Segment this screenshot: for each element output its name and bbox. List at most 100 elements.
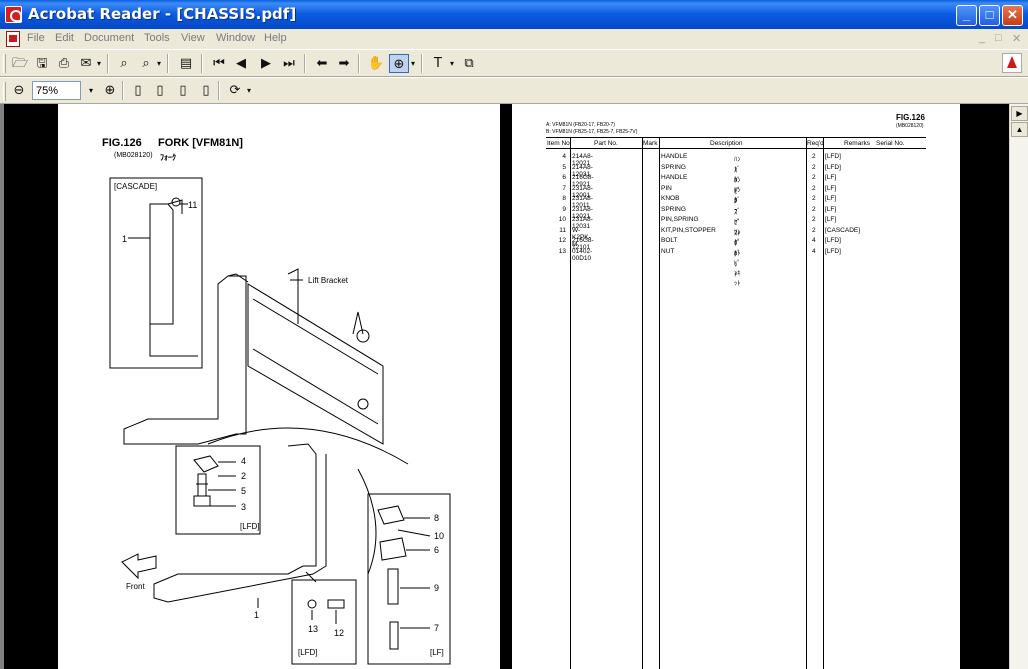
callout-4: 4 [241, 456, 247, 466]
maximize-button[interactable]: □ [979, 5, 1000, 26]
zoom-in-icon[interactable]: ⊕ [104, 83, 116, 98]
actual-size-icon[interactable]: ▯ [134, 83, 142, 98]
lfd-handle-box [175, 445, 261, 535]
table-cell-desc: HANDLE [661, 174, 688, 181]
hand-tool-icon[interactable]: ✋ [367, 56, 385, 71]
open-icon[interactable]: 🗁 [11, 56, 29, 71]
fit-page-icon[interactable]: ▯ [156, 83, 164, 98]
search-dropdown-icon[interactable]: ▾ [157, 59, 162, 68]
zoom-tool-icon[interactable]: ⊕ [389, 54, 409, 73]
menu-document[interactable]: Document [84, 32, 135, 44]
search-icon[interactable]: ⌕ [142, 56, 150, 71]
zoom-level-input[interactable] [32, 81, 81, 100]
toolbar-separator [122, 81, 124, 100]
toolbar-separator [304, 54, 306, 73]
adobe-logo-icon[interactable] [1002, 53, 1022, 73]
table-cell-qty: 4 [812, 247, 816, 255]
front-arrow-icon [121, 553, 157, 580]
table-cell-qty: 4 [812, 237, 816, 244]
menu-view[interactable]: View [181, 32, 205, 44]
col-header-serial: Serial No. [876, 140, 905, 147]
pdf-page-right[interactable]: FIG.126 (MB028120) A: VFM81N (FB20-17, F… [512, 104, 960, 669]
document-viewport[interactable]: FIG.126 FORK [VFM81N] (MB028120) ﾌｫｰｸ [C… [0, 104, 1028, 669]
menu-file[interactable]: File [27, 32, 45, 44]
table-cell-item: 12 [558, 237, 566, 244]
text-select-icon[interactable]: T [434, 56, 442, 71]
table-cell-desc: KNOB [661, 195, 680, 202]
next-page-icon[interactable]: ▶ [261, 56, 271, 71]
window-title: Acrobat Reader - [CHASSIS.pdf] [28, 5, 297, 23]
fig-name: FORK [VFM81N] [158, 137, 243, 149]
navigation-pane-icon[interactable]: ▤ [179, 56, 193, 71]
table-cell-desc: BOLT [661, 237, 678, 244]
col-header-reqd: Req'd [807, 140, 824, 147]
main-toolbar: 🗁 🖫 ⎙ ✉ ▾ ⌕ ⌕ ▾ ▤ ⏮ ◀ ▶ ⏭ ⬅ ➡ ✋ ⊕ ▾ T ▾ … [0, 49, 1028, 77]
table-cell-rem: [LFD] [825, 163, 841, 171]
zoom-toolbar: ⊖ ▾ ⊕ ▯ ▯ ▯ ▯ ⟳ ▾ [0, 77, 1028, 104]
lift-bracket-label: Lift Bracket [308, 276, 349, 285]
callout-6: 6 [434, 545, 440, 555]
menu-help[interactable]: Help [264, 32, 287, 44]
cascade-fork [149, 203, 174, 325]
table-cell-item: 11 [559, 226, 566, 234]
doc-restore-button[interactable]: □ [995, 32, 1002, 44]
save-icon[interactable]: 🖫 [36, 56, 48, 71]
minimize-button[interactable]: _ [956, 5, 977, 26]
menu-edit[interactable]: Edit [55, 32, 74, 44]
email-icon[interactable]: ✉ [80, 56, 92, 71]
table-cell-item: 9 [562, 205, 566, 213]
find-icon[interactable]: ⌕ [120, 56, 128, 71]
doc-close-button[interactable]: ✕ [1012, 33, 1022, 45]
email-dropdown-icon[interactable]: ▾ [97, 59, 102, 68]
callout-7: 7 [434, 623, 440, 633]
zoom-out-icon[interactable]: ⊖ [13, 83, 25, 98]
table-cell-qty: 2 [812, 174, 816, 181]
menu-tools[interactable]: Tools [144, 32, 170, 44]
go-forward-icon[interactable]: ➡ [338, 56, 350, 71]
toolbar-grip[interactable] [3, 82, 6, 101]
table-cell-part: 231A8-12021 [572, 205, 593, 220]
zoom-tool-dropdown-icon[interactable]: ▾ [411, 59, 416, 68]
toolbar-grip[interactable] [3, 54, 6, 73]
text-select-dropdown-icon[interactable]: ▾ [450, 59, 455, 68]
doc-minimize-button[interactable]: _ [979, 32, 986, 44]
vertical-scrollbar[interactable]: ▶ ▲ [1009, 104, 1028, 669]
menu-window[interactable]: Window [216, 32, 256, 44]
title-bar[interactable]: Acrobat Reader - [CHASSIS.pdf] _ □ ✕ [0, 0, 1028, 29]
close-button[interactable]: ✕ [1002, 5, 1023, 26]
first-page-icon[interactable]: ⏮ [213, 56, 225, 71]
table-cell-desc: NUT [661, 247, 675, 255]
table-cell-part: W-K2PK-M [572, 226, 591, 248]
toolbar-separator [218, 81, 220, 100]
scroll-up-arrow-icon[interactable]: ▲ [1011, 122, 1028, 137]
go-back-icon[interactable]: ⬅ [316, 56, 328, 71]
callout-8: 8 [434, 513, 440, 523]
rotate-view-icon[interactable]: ⟳ [229, 83, 241, 98]
table-cell-part: 01402-00D10 [572, 247, 593, 262]
last-page-icon[interactable]: ⏭ [283, 56, 295, 71]
page-right-arrow-icon[interactable]: ▶ [1011, 106, 1028, 121]
fit-visible-icon[interactable]: ▯ [202, 83, 210, 98]
rotate-dropdown-icon[interactable]: ▾ [247, 86, 252, 95]
fit-width-icon[interactable]: ▯ [179, 83, 187, 98]
table-cell-rem: [LF] [825, 174, 837, 181]
page-border-left [4, 104, 58, 669]
front-label: Front [126, 582, 145, 591]
callout-5: 5 [241, 486, 247, 496]
print-icon[interactable]: ⎙ [58, 56, 70, 71]
previous-page-icon[interactable]: ◀ [236, 56, 246, 71]
callout-1-cascade: 1 [122, 234, 128, 244]
snapshot-icon[interactable]: ⧉ [464, 56, 474, 71]
table-cell-jp: ﾅｯﾄ [734, 250, 738, 278]
acrobat-app-icon[interactable] [5, 6, 22, 23]
document-menu-icon[interactable] [6, 31, 20, 47]
table-cell-jp: ﾋﾟﾝ [734, 187, 741, 205]
table-cell-qty: 2 [812, 205, 816, 213]
col-header-part: Part No. [594, 140, 618, 147]
zoom-dropdown-icon[interactable]: ▾ [88, 86, 93, 95]
pdf-page-left[interactable]: FIG.126 FORK [VFM81N] (MB028120) ﾌｫｰｸ [C… [58, 104, 500, 669]
fork-lower [153, 443, 327, 603]
table-cell-item: 10 [558, 216, 566, 223]
callout-11: 11 [188, 200, 198, 210]
col-header-desc: Description [710, 140, 743, 147]
